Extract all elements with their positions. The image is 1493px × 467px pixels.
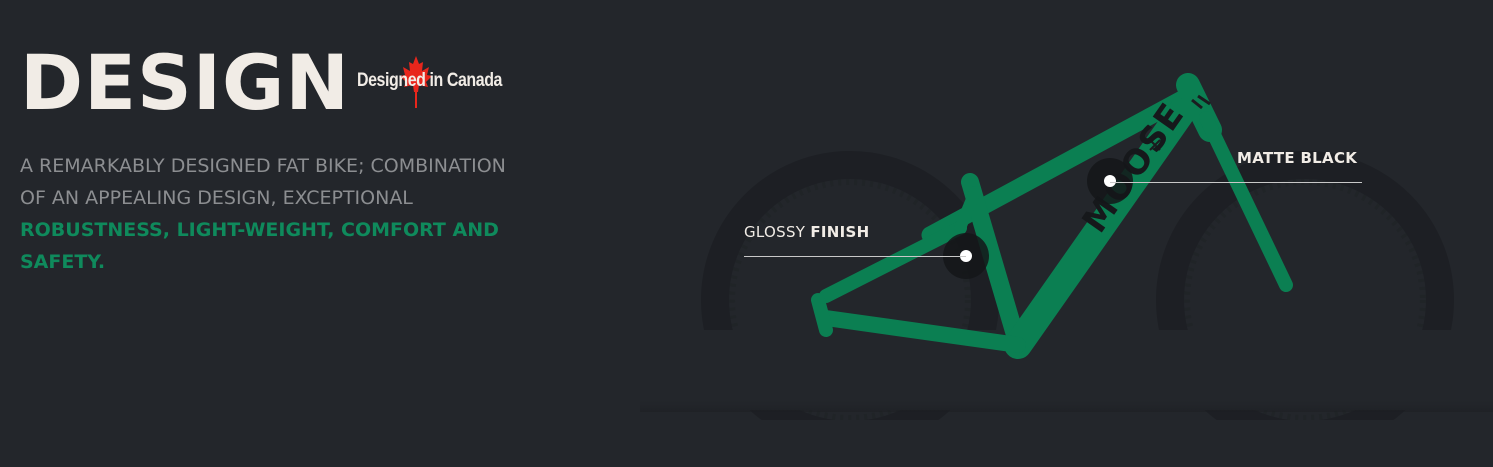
bike-frame-illustration: MOOSE [620,73,1493,420]
description-line-1: A REMARKABLY DESIGNED FAT BIKE; COMBINAT… [20,155,506,177]
glossy-label-bold: FINISH [810,223,870,241]
front-tire-shadow [1156,151,1454,420]
hotspot-dot [960,250,972,262]
glossy-callout-line [744,256,966,257]
rear-tire-shadow [701,151,999,420]
designed-in-canada-badge: Designed in Canada [357,54,507,110]
maple-leaf-icon [400,56,432,108]
matte-black-label: MATTE BLACK [1237,149,1358,167]
matte-black-hotspot[interactable] [1087,158,1133,204]
headset-detail [1191,94,1211,110]
description-line-2: OF AN APPEALING DESIGN, EXCEPTIONAL [20,187,413,209]
glossy-label-regular: GLOSSY [744,223,806,241]
hotspot-dot [1104,175,1116,187]
glossy-finish-label: GLOSSY FINISH [744,223,869,241]
description-highlight-line-2: SAFETY. [20,251,106,273]
description-highlight-line-1: ROBUSTNESS, LIGHT-WEIGHT, COMFORT AND [20,219,499,241]
matte-callout-line [1110,182,1362,183]
badge-text-part1: Designed in [357,70,443,91]
description: A REMARKABLY DESIGNED FAT BIKE; COMBINAT… [20,150,620,278]
badge-text-part2: Canada [446,70,503,91]
badge-text: Designed in Canada [357,70,502,92]
page-title: DESIGN [20,38,351,127]
frame-x-mark [1149,139,1161,151]
